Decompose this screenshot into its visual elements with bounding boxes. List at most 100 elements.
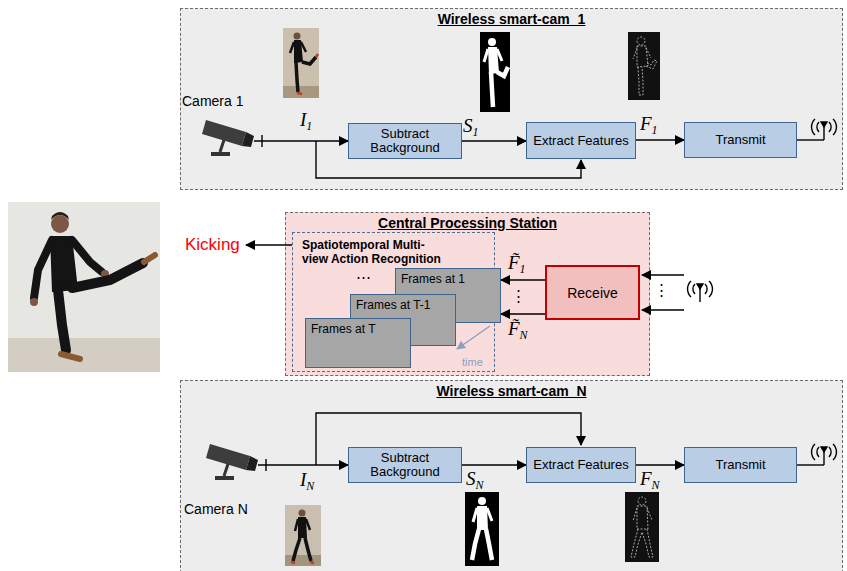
ellipsis-mark: ⋮ bbox=[654, 282, 669, 298]
signal-label: I1 bbox=[300, 110, 312, 136]
signal-wire bbox=[254, 135, 824, 178]
signal-wire bbox=[258, 464, 348, 465]
feature-image bbox=[631, 529, 653, 557]
antenna-symbol bbox=[829, 122, 831, 132]
camera-photo bbox=[283, 28, 319, 98]
panel-title: Central Processing Station bbox=[286, 215, 649, 232]
action-photo bbox=[8, 338, 160, 372]
action-photo bbox=[34, 240, 52, 298]
math-symbol: S bbox=[466, 468, 476, 489]
math-subscript: 1 bbox=[473, 125, 479, 139]
action-photo bbox=[8, 202, 160, 372]
math-symbol: I bbox=[300, 109, 306, 130]
panel-title: Spatiotemporal Multi-view Action Recogni… bbox=[302, 238, 447, 266]
feature-image bbox=[646, 60, 657, 69]
label-anchor: ⋮ bbox=[654, 281, 669, 299]
math-subscript: 1 bbox=[306, 119, 312, 133]
ellipsis-mark: ⋯ bbox=[356, 269, 371, 285]
signal-label: SN bbox=[466, 469, 484, 495]
camera-icon bbox=[215, 476, 234, 480]
camera-photo bbox=[297, 54, 318, 94]
antenna-symbol bbox=[812, 119, 837, 140]
math-symbol: F̃ bbox=[508, 318, 520, 339]
feature-image bbox=[637, 506, 648, 529]
math-symbol: F bbox=[640, 468, 652, 489]
feature-image bbox=[625, 492, 659, 562]
math-subscript: N bbox=[306, 479, 314, 493]
feature-image bbox=[628, 32, 660, 100]
camera-photo bbox=[299, 510, 306, 517]
silhouette-image bbox=[473, 508, 492, 522]
box-label: Transmit bbox=[689, 458, 792, 472]
process-box: Subtract Background bbox=[348, 447, 462, 483]
label-anchor: Camera 1 bbox=[182, 92, 243, 110]
signal-wire bbox=[316, 413, 581, 465]
antenna-symbol bbox=[812, 119, 815, 135]
camera-photo bbox=[291, 562, 314, 563]
signal-wire bbox=[261, 135, 262, 147]
math-subscript: N bbox=[520, 328, 528, 342]
antenna-symbol bbox=[688, 281, 713, 302]
antenna-symbol bbox=[829, 447, 831, 457]
output-arrow bbox=[246, 244, 292, 245]
silhouette-image bbox=[472, 529, 479, 560]
receive-wire bbox=[642, 309, 684, 310]
silhouette-image bbox=[486, 529, 492, 560]
signal-label: FN bbox=[640, 469, 660, 495]
camera-label: Camera N bbox=[184, 501, 248, 517]
math-subscript: N bbox=[476, 478, 484, 492]
camera-icon bbox=[246, 456, 258, 471]
antenna-symbol bbox=[688, 281, 691, 297]
camera-photo bbox=[283, 28, 319, 98]
action-photo bbox=[72, 240, 102, 272]
label-anchor: ⋯ bbox=[356, 268, 371, 286]
math-subscript: 1 bbox=[652, 123, 658, 137]
math-subscript: 1 bbox=[520, 262, 526, 276]
feature-image bbox=[628, 32, 660, 100]
time-arrow bbox=[457, 326, 490, 349]
camera-panel: Wireless smart-cam_1Subtract BackgroundE… bbox=[180, 8, 843, 190]
silhouette-image bbox=[488, 38, 496, 46]
box-label: Frames at 1 bbox=[396, 269, 500, 286]
silhouette-image bbox=[497, 67, 508, 76]
result-label: Kicking bbox=[185, 235, 240, 255]
process-box: Transmit bbox=[684, 122, 797, 158]
signal-label: S1 bbox=[463, 116, 479, 142]
antenna-symbol bbox=[821, 447, 827, 452]
camera-photo bbox=[285, 505, 321, 566]
signal-wire bbox=[265, 459, 266, 471]
antenna-symbol bbox=[705, 284, 707, 294]
antenna-symbol bbox=[833, 119, 836, 135]
camera-photo bbox=[293, 538, 300, 561]
feature-image bbox=[625, 492, 659, 562]
feature-image bbox=[638, 497, 646, 505]
camera-photo bbox=[302, 57, 316, 64]
antenna-symbol bbox=[817, 122, 819, 132]
camera-photo bbox=[295, 519, 310, 531]
label-anchor: I1 bbox=[300, 110, 312, 136]
silhouette-image bbox=[465, 492, 499, 566]
action-photo bbox=[30, 298, 38, 306]
math-symbol: F̃ bbox=[508, 252, 520, 273]
camera-icon bbox=[206, 444, 258, 478]
receive-wire bbox=[642, 274, 684, 275]
silhouette-image bbox=[480, 32, 510, 112]
camera-icon bbox=[242, 132, 254, 147]
signal-wire bbox=[795, 139, 824, 140]
math-symbol: I bbox=[300, 469, 306, 490]
flow-connector bbox=[462, 140, 526, 141]
box-label: Subtract Background bbox=[353, 451, 457, 479]
camera-icon bbox=[224, 464, 228, 476]
camera-photo bbox=[290, 42, 306, 53]
math-symbol: F bbox=[640, 113, 652, 134]
antenna-symbol bbox=[709, 281, 712, 297]
math-symbol: S bbox=[463, 115, 473, 136]
signal-wire bbox=[254, 140, 348, 141]
panel-title: Wireless smart-cam_1 bbox=[181, 11, 842, 28]
action-photo bbox=[8, 202, 160, 372]
ellipsis-mark: ⋮ bbox=[511, 288, 526, 304]
box-label: Extract Features bbox=[531, 458, 631, 472]
receive-wire bbox=[642, 275, 684, 310]
feature-image bbox=[633, 508, 652, 521]
